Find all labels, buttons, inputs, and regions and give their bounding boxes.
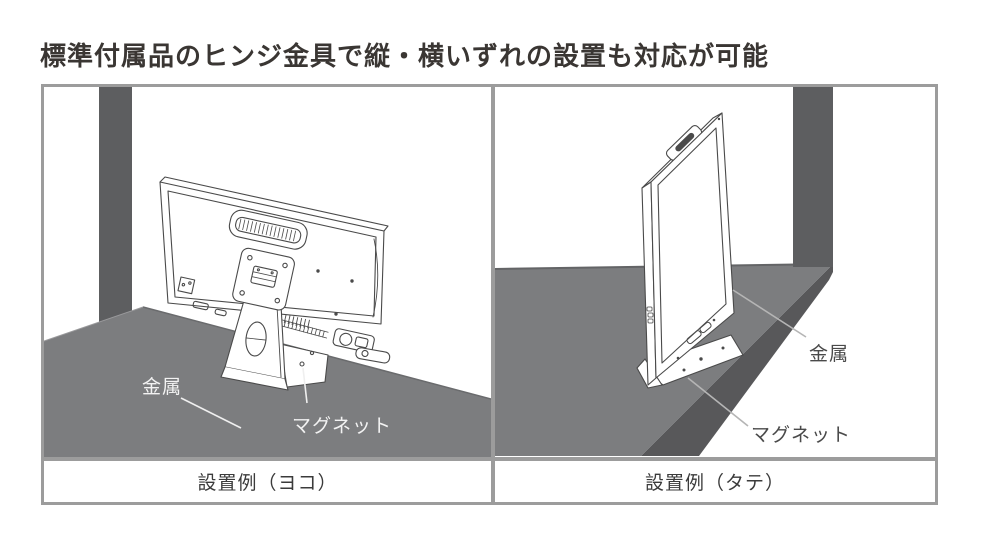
wall-pillar — [99, 87, 132, 327]
base-plate-hole — [299, 361, 305, 367]
stand-foot — [220, 366, 289, 391]
label-metal: 金属 — [142, 377, 183, 398]
bezel-slot-1 — [686, 330, 702, 345]
connector-bracket — [332, 328, 375, 353]
monitor-portrait — [636, 112, 744, 389]
bezel-dots — [676, 318, 716, 360]
wall-pillar — [793, 87, 833, 267]
side-buttons — [646, 306, 654, 324]
panel-landscape: 金属 マグネット — [44, 87, 491, 457]
monitor-inner-panel — [167, 190, 377, 317]
landscape-scene — [44, 87, 491, 457]
bezel-slot-2 — [699, 321, 712, 334]
vesa-plate — [232, 247, 295, 311]
portrait-scene — [495, 87, 833, 456]
monitor-landscape — [159, 176, 391, 391]
figure-box: 金属 マグネット — [41, 84, 938, 505]
base-plate-holes — [682, 346, 725, 372]
floor-wall-edge — [44, 306, 144, 342]
panel-portrait: 金属 マグネット — [495, 87, 935, 457]
caption-landscape: 設置例（ヨコ） — [44, 461, 491, 502]
handle-grille — [665, 125, 703, 161]
leader-line-metal — [732, 289, 807, 338]
monitor-bezel-inner — [657, 127, 727, 364]
leader-line-metal — [180, 397, 242, 429]
handle-grille — [228, 209, 308, 250]
back-label-plate — [177, 276, 196, 295]
bottom-slots — [192, 300, 227, 317]
bezel-screw — [717, 117, 721, 121]
page-title: 標準付属品のヒンジ金具で縦・横いずれの設置も対応が可能 — [40, 41, 770, 71]
caption-portrait: 設置例（タテ） — [495, 461, 935, 502]
monitor-back-contour — [372, 238, 379, 318]
base-plate-hole2 — [309, 350, 315, 356]
label-magnet: マグネット — [292, 416, 393, 437]
rear-foot — [355, 347, 391, 364]
label-metal: 金属 — [809, 344, 850, 365]
label-magnet: マグネット — [751, 425, 852, 446]
leader-line-magnet — [302, 367, 308, 404]
monitor-front-face — [650, 112, 735, 379]
leader-line-magnet — [687, 377, 749, 427]
monitor-top-rim — [159, 176, 389, 232]
stand-cutout — [245, 321, 267, 357]
